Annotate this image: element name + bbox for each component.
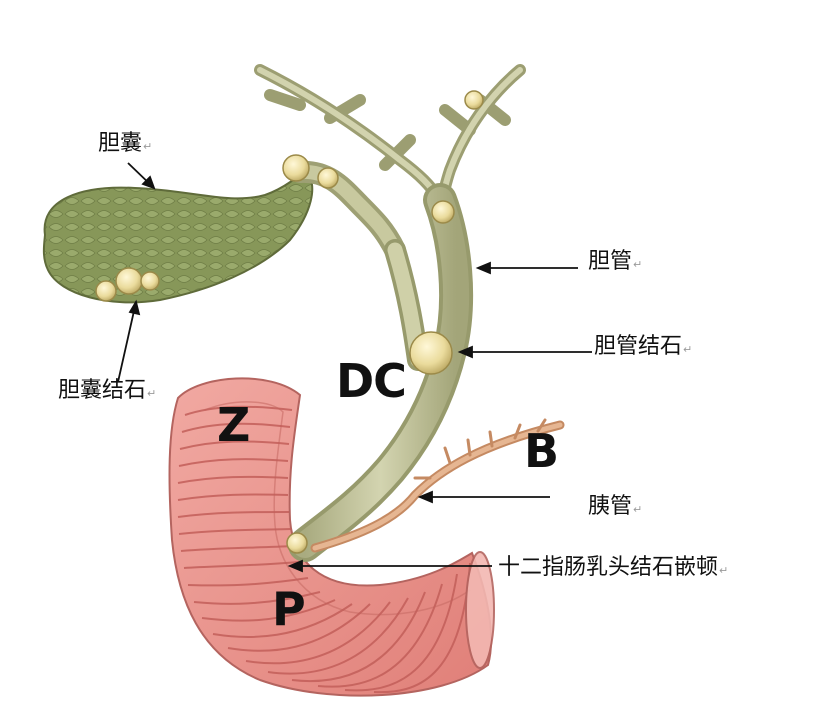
label-papilla-impaction-text: 十二指肠乳头结石嵌顿 bbox=[498, 555, 719, 580]
letter-p: P bbox=[272, 582, 306, 636]
label-bile-duct-stone: 胆管结石↵ bbox=[594, 336, 692, 358]
label-bile-duct-stone-text: 胆管结石 bbox=[594, 334, 683, 359]
letter-dc: DC bbox=[336, 354, 407, 408]
stones bbox=[95, 90, 484, 554]
bile-duct-stone bbox=[431, 200, 455, 224]
label-gallbladder: 胆囊↵ bbox=[98, 133, 152, 155]
hepatic-duct-stone bbox=[464, 90, 484, 110]
arrows bbox=[117, 162, 592, 573]
paragraph-mark-icon: ↵ bbox=[147, 387, 157, 400]
paragraph-mark-icon: ↵ bbox=[143, 140, 153, 153]
gallbladder-stone bbox=[140, 271, 160, 291]
label-gallbladder-text: 胆囊 bbox=[98, 131, 143, 156]
label-bile-duct: 胆管↵ bbox=[588, 251, 642, 273]
gallbladder bbox=[42, 160, 406, 304]
papilla-stone bbox=[286, 532, 308, 554]
label-papilla-impaction: 十二指肠乳头结石嵌顿↵ bbox=[498, 557, 728, 579]
label-bile-duct-text: 胆管 bbox=[588, 249, 633, 274]
paragraph-mark-icon: ↵ bbox=[633, 258, 643, 271]
gallbladder-stone bbox=[95, 280, 117, 302]
label-pancreatic-duct: 胰管↵ bbox=[588, 496, 642, 518]
common-bile-duct-stone bbox=[409, 331, 453, 375]
letter-b: B bbox=[524, 424, 559, 478]
gallbladder-stone bbox=[115, 267, 143, 295]
cystic-duct-stone bbox=[317, 167, 339, 189]
paragraph-mark-icon: ↵ bbox=[683, 343, 693, 356]
paragraph-mark-icon: ↵ bbox=[633, 503, 643, 516]
label-gallbladder-stone-text: 胆囊结石 bbox=[58, 378, 147, 403]
pancreatic-duct bbox=[310, 418, 565, 553]
label-pancreatic-duct-text: 胰管 bbox=[588, 494, 633, 519]
letter-z: Z bbox=[217, 398, 250, 452]
cystic-duct-stone bbox=[282, 154, 310, 182]
paragraph-mark-icon: ↵ bbox=[719, 564, 729, 577]
label-gallbladder-stone: 胆囊结石↵ bbox=[58, 380, 156, 402]
duodenum bbox=[168, 377, 495, 697]
